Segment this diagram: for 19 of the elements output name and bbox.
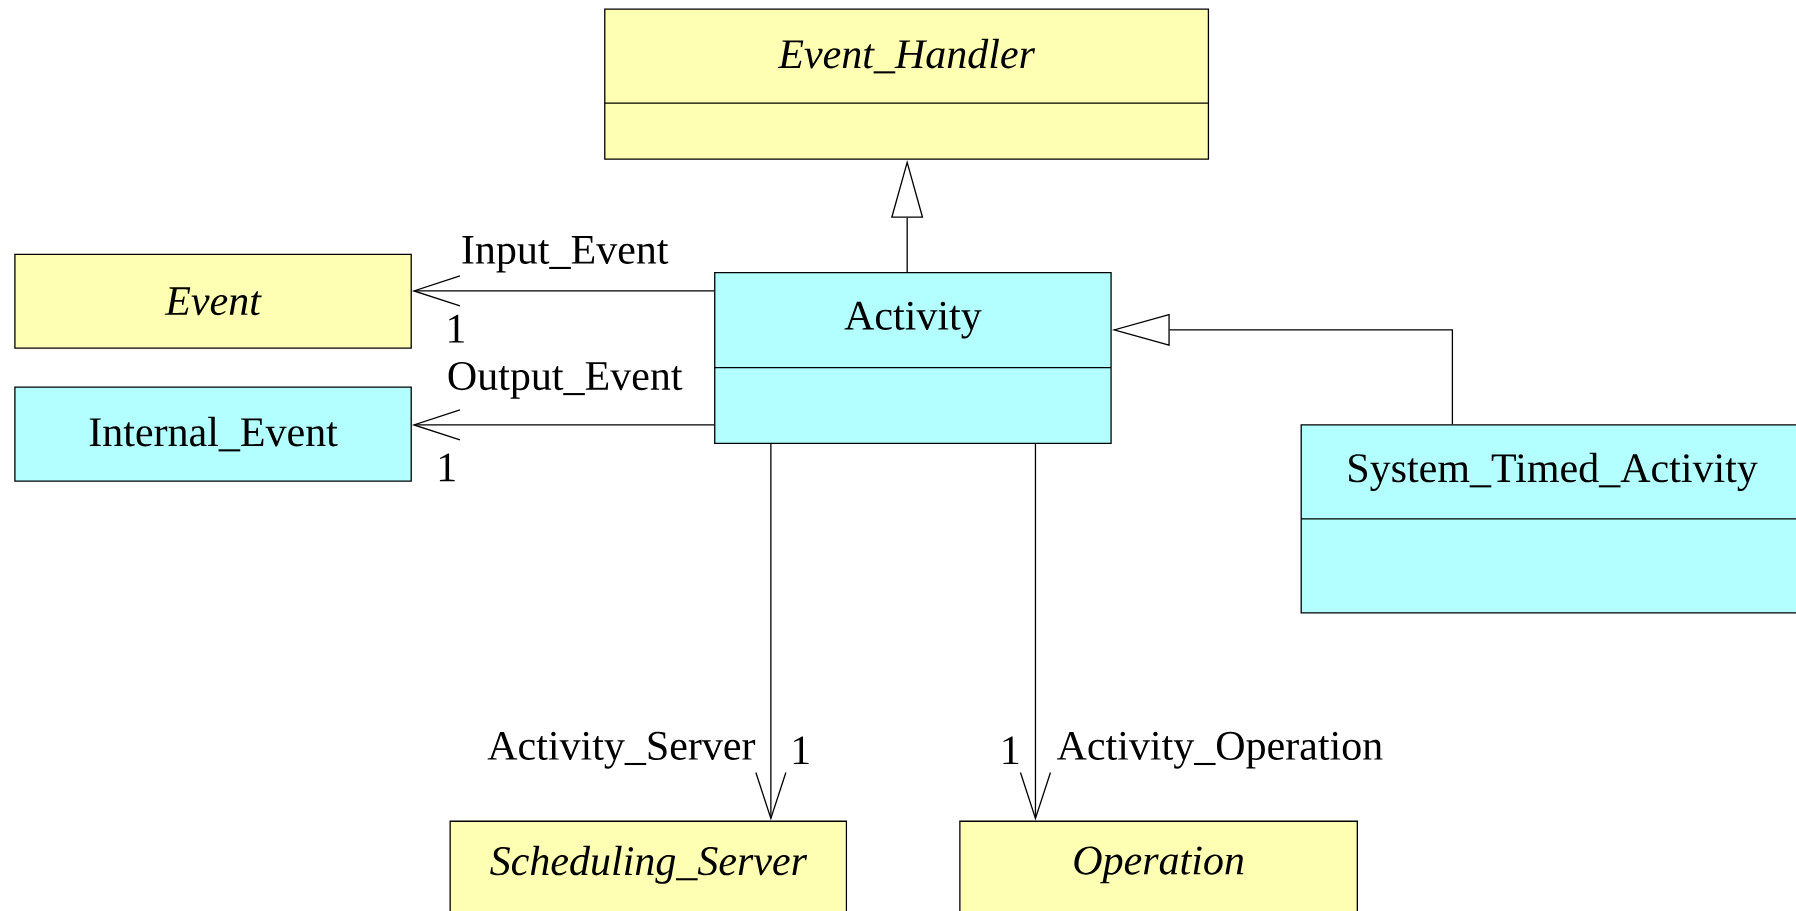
association-arrow (411, 275, 715, 307)
class-box: Activity (714, 271, 1112, 444)
association-arrow (1019, 443, 1052, 821)
multiplicity-label: 1 (449, 314, 464, 343)
role-label: Output_Event (445, 360, 684, 400)
role-label: Activity_Operation (1055, 730, 1385, 770)
role-label: Activity_Server (486, 730, 757, 770)
association-arrow (755, 443, 787, 821)
role-label: Input_Event (459, 235, 670, 274)
class-box: Event_Handler (604, 8, 1210, 160)
multiplicity-label: 1 (793, 736, 809, 765)
class-box: System_Timed_Activity (1300, 424, 1796, 614)
class-box: Scheduling_Server (449, 820, 848, 911)
multiplicity-label: 1 (1003, 736, 1019, 765)
class-box: Operation (959, 820, 1358, 911)
class-box: Internal_Event (14, 386, 412, 482)
association-arrow (411, 409, 715, 441)
class-box: Event (14, 253, 412, 349)
multiplicity-label: 1 (439, 453, 455, 482)
